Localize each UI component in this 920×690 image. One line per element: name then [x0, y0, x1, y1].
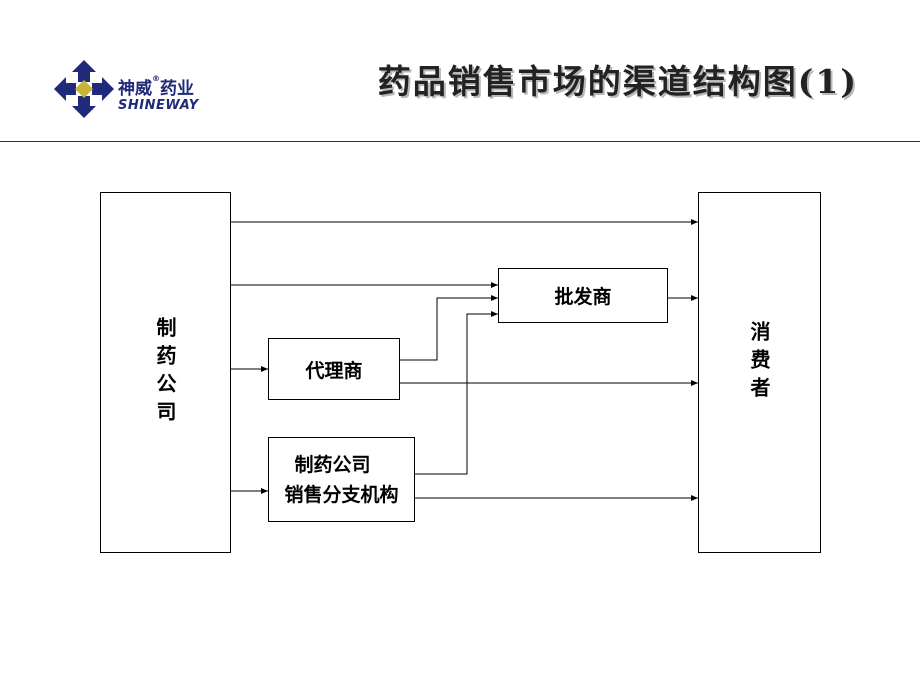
node-wholesaler-label: 批发商: [554, 286, 612, 308]
logo-emblem-icon: [54, 60, 114, 118]
node-sales-branch-line1: 制药公司: [294, 453, 371, 476]
node-consumer-label: 消费者: [747, 321, 771, 405]
node-sales-branch: 制药公司 销售分支机构: [268, 437, 415, 522]
node-wholesaler: 批发商: [498, 268, 668, 323]
shineway-logo: 神威®药业 SHINEWAY: [52, 58, 232, 120]
node-agent: 代理商: [268, 338, 400, 400]
node-manufacturer: 制药公司: [100, 192, 231, 553]
node-consumer: 消费者: [698, 192, 821, 553]
node-manufacturer-label: 制药公司: [153, 316, 177, 429]
node-sales-branch-line2: 销售分支机构: [284, 483, 399, 506]
arrow-branch-to-wholesaler: [414, 311, 498, 475]
arrow-agent-to-wholesaler: [400, 295, 498, 361]
header-divider: [0, 141, 920, 142]
page-title: 药品销售市场的渠道结构图(1): [377, 62, 858, 101]
node-agent-label: 代理商: [305, 359, 363, 382]
logo-english-name: SHINEWAY: [118, 98, 199, 113]
logo-chinese-name: 神威®药业: [118, 74, 194, 99]
